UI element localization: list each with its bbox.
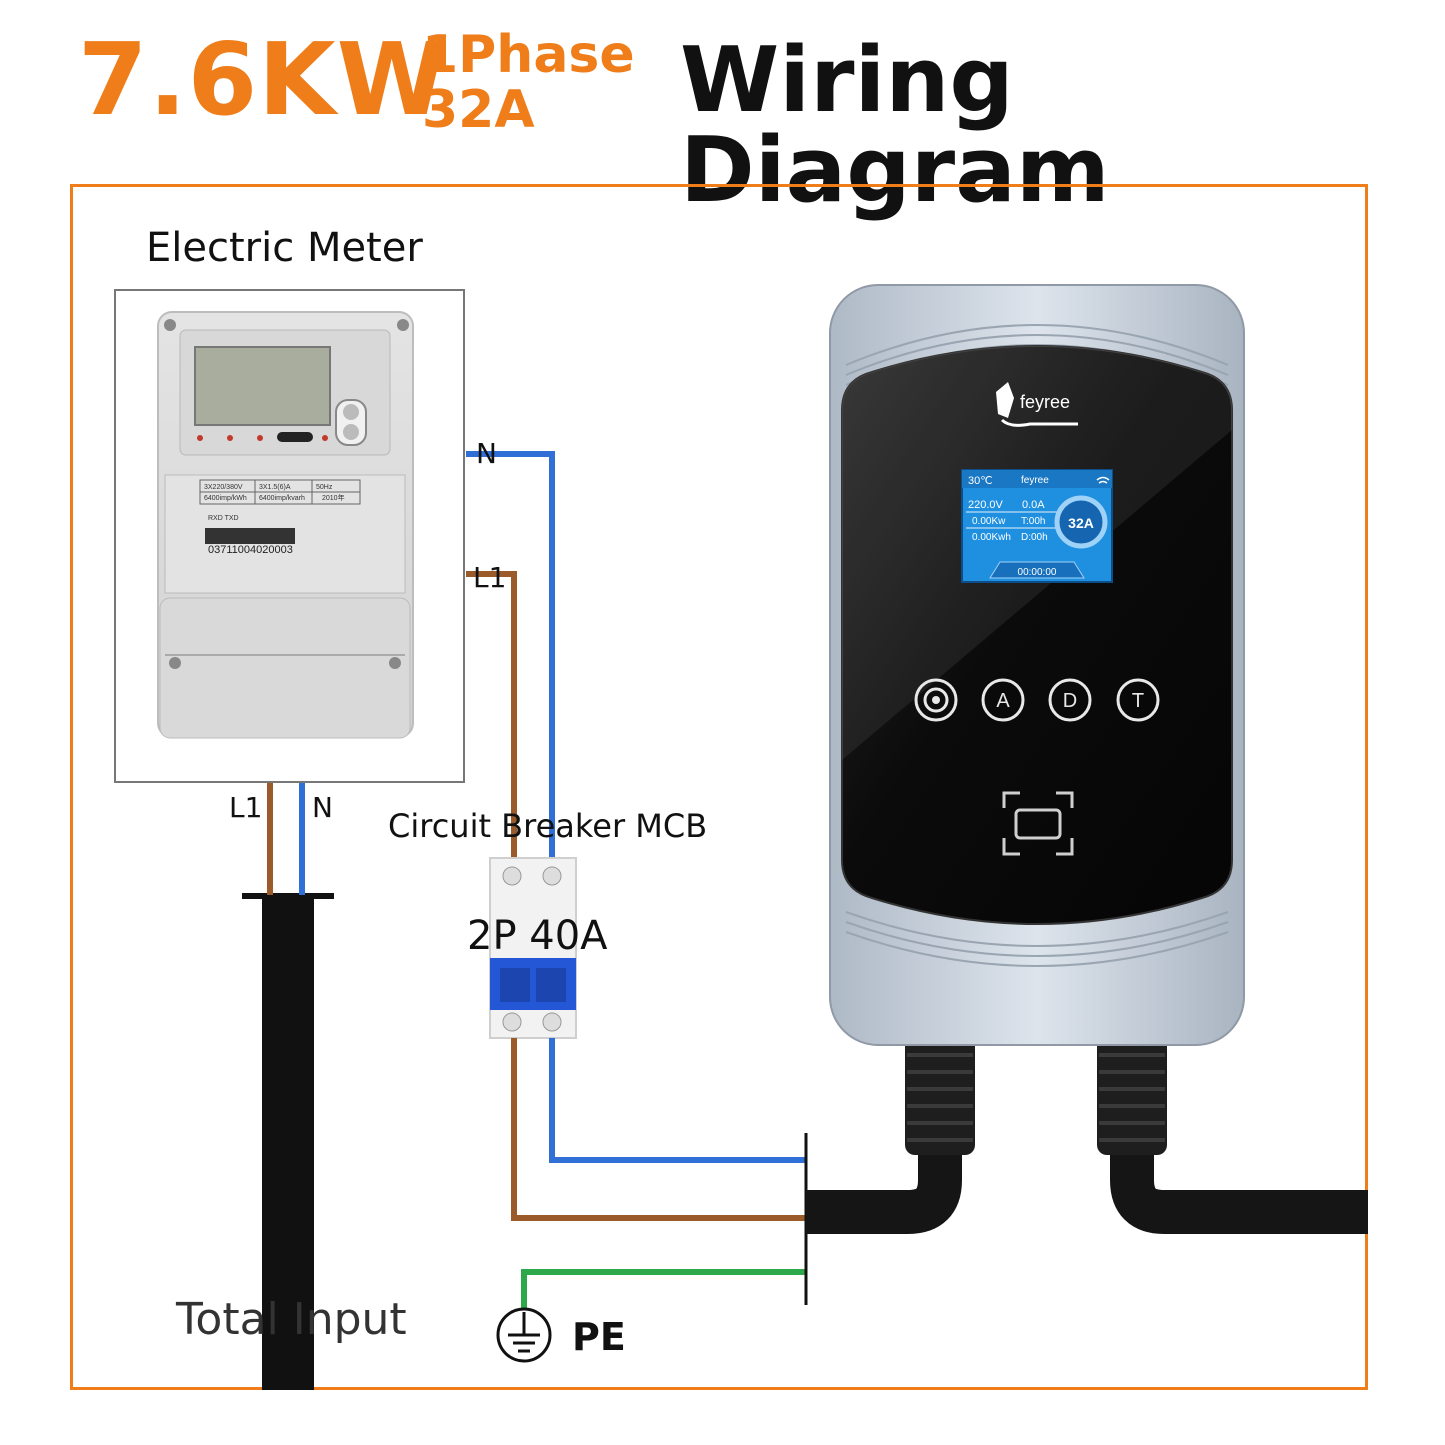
screen-gauge: 32A <box>1068 515 1094 531</box>
breaker-label: Circuit Breaker MCB <box>388 807 708 845</box>
meter-out-n: N <box>312 791 333 824</box>
meter-spec-3: 50Hz <box>316 484 333 491</box>
meter-label: Electric Meter <box>146 225 423 271</box>
circuit-breaker <box>489 857 577 1039</box>
button-a-label: A <box>996 690 1010 712</box>
meter-spec-2: 3X1.5(6)A <box>259 484 291 491</box>
wire-n-label: N <box>476 437 497 470</box>
power-icon <box>932 696 940 704</box>
wire-l1-label: L1 <box>473 561 507 594</box>
diagram-frame <box>70 184 1368 1390</box>
button-t-label: T <box>1132 690 1144 712</box>
meter-outline <box>114 289 465 783</box>
phase-current: 1Phase 32A <box>422 28 635 137</box>
meter-spec-1: 3X220/380V <box>204 484 243 491</box>
charger-screen: 30℃ feyree 220.0V 0.0A 0.00Kw T:00h 0.00… <box>968 475 1094 578</box>
meter-spec-6: 2010年 <box>322 493 345 502</box>
screen-time-d: D:00h <box>1021 532 1048 543</box>
screen-timer: 00:00:00 <box>1018 567 1057 578</box>
screen-brand: feyree <box>1021 475 1049 486</box>
screen-power: 0.00Kw <box>972 516 1006 527</box>
meter-spec-5: 6400imp/kvarh <box>259 495 305 502</box>
charger-brand: feyree <box>1020 392 1070 412</box>
total-input-label: Total Input <box>176 1294 407 1345</box>
page-title: Wiring Diagram <box>680 28 1110 223</box>
ground-icon <box>496 1307 552 1363</box>
electric-meter-device <box>157 311 414 739</box>
current-label: 32A <box>422 79 535 140</box>
breaker-to-charger-wires <box>511 1038 808 1338</box>
ev-charger <box>829 284 1245 1046</box>
touch-buttons <box>914 678 1160 722</box>
meter-out-l1: L1 <box>229 791 263 824</box>
rfid-card-icon <box>1002 791 1074 856</box>
brand-logo-icon <box>996 382 1078 427</box>
wifi-icon <box>1096 476 1110 484</box>
meter-port: RXD TXD <box>208 515 239 522</box>
button-d-label: D <box>1063 690 1077 712</box>
screen-current: 0.0A <box>1022 499 1045 511</box>
breaker-rating: 2P 40A <box>467 913 608 959</box>
screen-temp: 30℃ <box>968 475 993 487</box>
charger-cables <box>806 1035 1368 1234</box>
screen-time-t: T:00h <box>1021 516 1045 527</box>
power-rating: 7.6KW <box>78 21 448 138</box>
screen-energy: 0.00Kwh <box>972 532 1011 543</box>
screen-voltage: 220.0V <box>968 499 1004 511</box>
phase-label: 1Phase <box>422 25 635 85</box>
input-cable <box>242 783 334 1390</box>
meter-spec-4: 6400imp/kWh <box>204 495 247 502</box>
pe-label: PE <box>572 1315 626 1359</box>
meter-serial: 03711004020003 <box>208 544 293 556</box>
meter-to-breaker-wires <box>466 451 555 860</box>
